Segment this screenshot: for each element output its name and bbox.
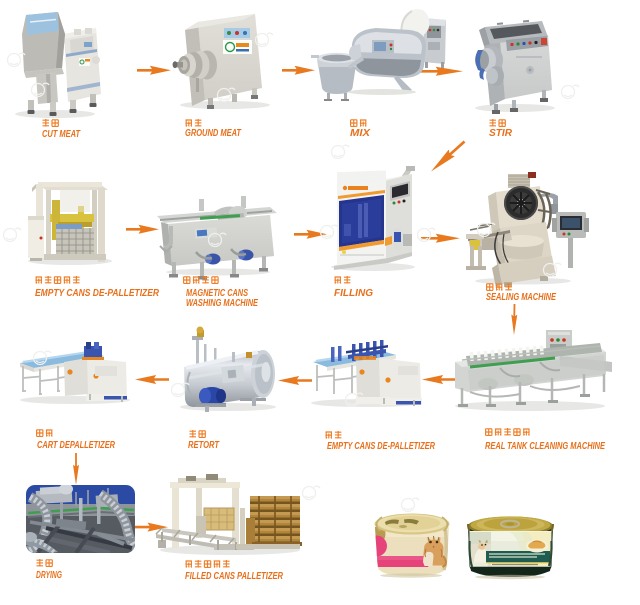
svg-text:RETORT: RETORT [188, 440, 220, 451]
svg-text:FILLING: FILLING [334, 288, 373, 299]
svg-text:DRYING: DRYING [36, 570, 62, 581]
svg-text:EMPTY CANS DE-PALLETIZER: EMPTY CANS DE-PALLETIZER [327, 441, 436, 452]
svg-text:REAL TANK CLEANING MACHINE: REAL TANK CLEANING MACHINE [485, 441, 605, 452]
svg-text:GROUND MEAT: GROUND MEAT [185, 128, 242, 139]
svg-text:MAGNETIC CANS: MAGNETIC CANS [186, 288, 248, 299]
svg-text:CART DEPALLETIZER: CART DEPALLETIZER [37, 440, 116, 451]
svg-text:WASHING MACHINE: WASHING MACHINE [186, 298, 258, 309]
svg-text:CUT MEAT: CUT MEAT [42, 129, 81, 140]
svg-text:EMPTY CANS DE-PALLETIZER: EMPTY CANS DE-PALLETIZER [35, 288, 160, 299]
svg-text:STIR: STIR [489, 128, 513, 139]
svg-text:SEALING MACHINE: SEALING MACHINE [486, 292, 556, 303]
svg-text:FILLED CANS PALLETIZER: FILLED CANS PALLETIZER [185, 570, 283, 582]
svg-text:MIX: MIX [350, 128, 371, 139]
